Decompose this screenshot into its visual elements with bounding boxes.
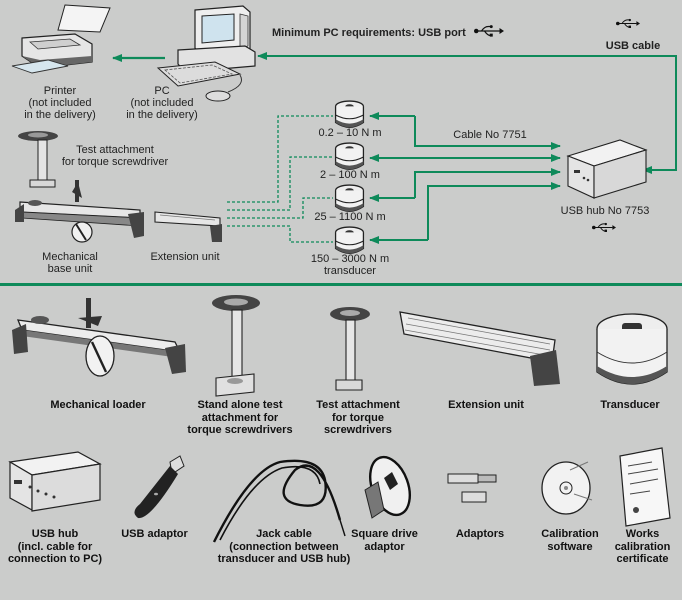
mechanical-base-illustration (15, 180, 144, 243)
label-line: USB adaptor (121, 528, 188, 540)
label-line: connection to PC) (7, 553, 103, 565)
stand-alone-test-attachment-illustration (212, 295, 260, 397)
usb-hub-row-illustration (8, 451, 102, 512)
label-line: transducer and USB hub) (217, 553, 351, 565)
label-line: for torque (332, 411, 384, 424)
transducer-4-range: 150 – 3000 N m (310, 253, 390, 265)
label-line: Mechanical loader (50, 399, 146, 411)
extension-unit-label: Extension unit (150, 251, 220, 263)
usb-hub-usb-icon (592, 222, 616, 233)
label-line: attachment for (201, 411, 279, 424)
transducer-2-icon (334, 142, 365, 170)
jack-cable-illustration (212, 459, 346, 543)
calibration-software-illustration (541, 461, 593, 515)
label-line: Transducer (600, 399, 660, 411)
test-attachment-illustration (18, 131, 58, 188)
pc-label-line: in the delivery) (126, 109, 198, 121)
test-attachment-row-label: Test attachment for torque screwdrivers (298, 399, 418, 437)
calibration-certificate-illustration (619, 447, 671, 527)
pc-label-line: (not included (130, 97, 194, 109)
transducer-4-sub: transducer (324, 265, 376, 277)
usb-hub-illustration (566, 139, 648, 199)
adaptors-illustration (447, 473, 497, 503)
label-line: Calibration (541, 528, 599, 540)
printer-illustration (11, 4, 111, 74)
square-drive-adaptor-illustration (364, 455, 411, 519)
label-line: USB hub (31, 528, 79, 540)
extension-unit-row-illustration (399, 311, 560, 386)
label-line: Works (625, 528, 660, 540)
adaptors-label: Adaptors (440, 528, 520, 541)
pc-illustration (156, 5, 256, 102)
label-line: torque screwdrivers (187, 424, 293, 436)
transducer-2-label: 2 – 100 N m (320, 169, 380, 181)
transducer-1-label: 0.2 – 10 N m (318, 127, 382, 139)
transducer-4-label: 150 – 3000 N m transducer (300, 253, 400, 277)
label-line: Adaptors (455, 528, 505, 540)
usb-adaptor-label: USB adaptor (112, 528, 197, 541)
printer-label: Printer (not included in the delivery) (18, 85, 102, 121)
pc-label: PC (not included in the delivery) (120, 85, 204, 121)
stand-alone-test-attachment-label: Stand alone test attachment for torque s… (180, 399, 300, 437)
test-attachment-label-line: for torque screwdriver (61, 156, 169, 168)
transducer-3-label: 25 – 1100 N m (314, 211, 386, 223)
transducer-1-icon (334, 100, 365, 128)
printer-label-line: Printer (43, 85, 77, 97)
extension-unit-illustration (154, 211, 222, 242)
usb-cable-line (257, 52, 677, 170)
extension-unit-row-label: Extension unit (426, 399, 546, 412)
usb-cable-label: USB cable (605, 40, 661, 52)
label-line: screwdrivers (324, 424, 392, 436)
mechanical-base-label-line: Mechanical (42, 251, 98, 263)
test-attachment-label: Test attachment for torque screwdriver (55, 144, 175, 168)
label-line: Stand alone test (197, 399, 283, 411)
mechanical-loader-illustration (12, 298, 186, 377)
calibration-software-label: Calibration software (530, 528, 610, 553)
transducer-row-illustration (596, 313, 668, 385)
cable-arrows (369, 112, 561, 244)
label-line: adaptor (364, 540, 405, 553)
label-line: (incl. cable for (17, 540, 93, 553)
mechanical-base-label-line: base unit (47, 263, 93, 275)
square-drive-adaptor-label: Square drive adaptor (342, 528, 427, 553)
test-attachment-label-line: Test attachment (76, 144, 154, 156)
transducer-4-icon (334, 226, 365, 254)
label-line: Extension unit (448, 399, 524, 411)
section-divider (0, 283, 682, 286)
jack-cable-label: Jack cable (connection between transduce… (214, 528, 354, 566)
usb-hub-label: USB hub No 7753 (560, 205, 650, 217)
label-line: software (547, 540, 593, 553)
label-line: Square drive (351, 528, 418, 540)
usb-hub-row-label: USB hub (incl. cable for connection to P… (5, 528, 105, 566)
usb-adaptor-illustration (134, 455, 185, 519)
transducer-3-icon (334, 184, 365, 212)
mechanical-base-label: Mechanical base unit (30, 251, 110, 275)
printer-label-line: (not included (28, 97, 92, 109)
usb-port-icon (474, 25, 504, 37)
label-line: Test attachment (316, 399, 400, 411)
dotted-connections (227, 115, 333, 243)
mechanical-loader-label: Mechanical loader (38, 399, 158, 412)
test-attachment-row-illustration (330, 307, 370, 391)
label-line: calibration (614, 540, 671, 553)
cable-label: Cable No 7751 (453, 129, 527, 141)
min-pc-requirements: Minimum PC requirements: USB port (272, 27, 466, 39)
label-line: certificate (616, 553, 669, 565)
label-line: (connection between (229, 540, 339, 553)
usb-cable-icon (616, 18, 640, 29)
transducer-row-label: Transducer (580, 399, 680, 412)
label-line: Jack cable (256, 528, 312, 540)
printer-label-line: in the delivery) (24, 109, 96, 121)
pc-label-line: PC (154, 85, 170, 97)
works-calibration-certificate-label: Works calibration certificate (605, 528, 680, 566)
